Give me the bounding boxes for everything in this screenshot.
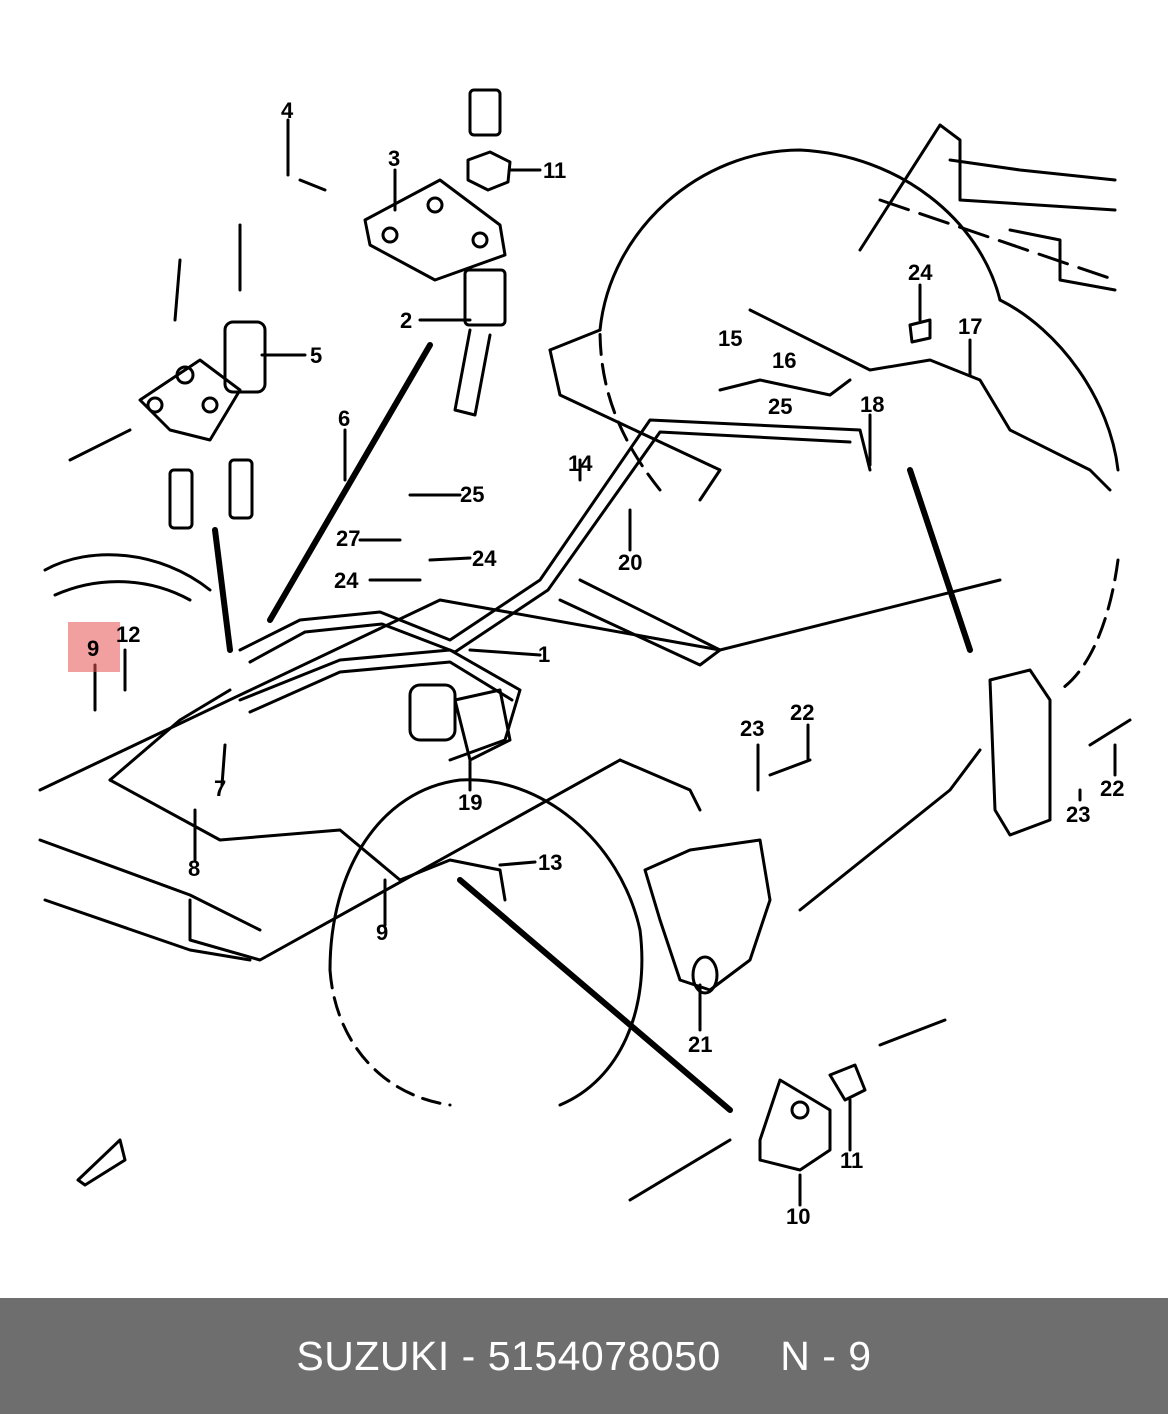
callout-21: 21	[688, 1032, 713, 1057]
rear-wheel-outline	[598, 148, 1002, 332]
callout-1: 1	[538, 642, 551, 667]
brake-line-exploded-drawing	[38, 88, 1132, 1207]
callout-7: 7	[214, 776, 227, 801]
brake-line-left	[108, 778, 507, 902]
separator: -	[449, 1332, 488, 1379]
callout-8: 8	[188, 856, 201, 881]
callout-24-left: 24	[334, 568, 359, 593]
callout-11-top: 11	[543, 158, 567, 183]
parts-diagram: 9 1 2 3 4 5 6 7 8 9 10 11 11 12 13 14 15…	[38, 88, 1132, 1229]
connector-5	[223, 320, 267, 394]
front-wheel-outline	[43, 553, 212, 592]
callout-2: 2	[400, 308, 413, 333]
callout-16: 16	[772, 348, 797, 373]
rear-crossmember	[858, 123, 1117, 252]
brake-line-main	[238, 418, 872, 652]
callout-13: 13	[538, 850, 563, 875]
callout-9: 9	[376, 920, 389, 945]
frame-rail	[38, 578, 1002, 792]
callout-19: 19	[458, 790, 483, 815]
callout-11-bottom: 11	[840, 1148, 864, 1173]
callout-23-left: 23	[740, 716, 765, 741]
callout-20: 20	[618, 550, 643, 575]
brake-line-rear	[748, 308, 1112, 492]
spacer	[721, 1333, 780, 1379]
callout-23-right: 23	[1066, 802, 1091, 827]
brand-name: SUZUKI	[296, 1332, 450, 1379]
diagram-position: N - 9	[780, 1332, 872, 1379]
part-info-footer: SUZUKI - 5154078050 N - 9	[0, 1298, 1168, 1414]
bracket-3	[363, 178, 507, 282]
valve-19	[408, 683, 457, 742]
callout-14: 14	[568, 451, 593, 476]
caliper-21	[643, 838, 772, 992]
callout-24-mid: 24	[472, 546, 497, 571]
bracket-10	[758, 1078, 832, 1172]
callout-3: 3	[388, 146, 401, 171]
parking-cable	[798, 748, 982, 912]
callout-18: 18	[860, 392, 885, 417]
footer-caption: SUZUKI - 5154078050 N - 9	[296, 1333, 871, 1380]
callout-9-highlighted: 9	[87, 636, 100, 661]
callout-22-left: 22	[790, 700, 815, 725]
fitting-24	[908, 318, 932, 344]
callout-4: 4	[281, 98, 294, 123]
callout-17: 17	[958, 314, 983, 339]
callout-12: 12	[116, 622, 141, 647]
lower-wheel-outline	[328, 778, 644, 1107]
callout-6: 6	[338, 406, 351, 431]
highlighted-part-marker	[68, 622, 120, 672]
callout-10: 10	[786, 1204, 811, 1229]
part-number: 5154078050	[487, 1332, 721, 1379]
callout-22-right: 22	[1100, 776, 1125, 801]
callout-27: 27	[336, 526, 361, 551]
callout-24-top: 24	[908, 260, 933, 285]
callout-5: 5	[310, 343, 323, 368]
callout-25-left: 25	[460, 482, 485, 507]
callout-15: 15	[718, 326, 743, 351]
callout-25-right: 25	[768, 394, 793, 419]
